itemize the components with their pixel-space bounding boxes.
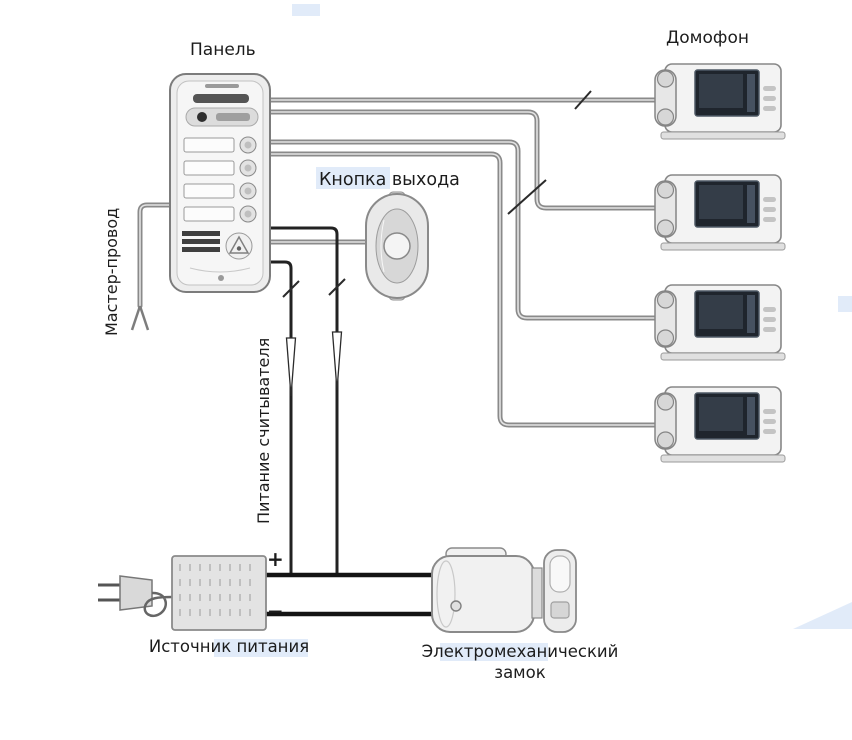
lock-device (431, 547, 577, 633)
panel-logo-icon (225, 232, 253, 260)
exit-button-push (383, 232, 411, 260)
power-supply-device (171, 555, 267, 631)
reader-power-label: Питание считывателя (254, 337, 273, 524)
plug-icon (98, 575, 173, 618)
camera-lens-icon (197, 112, 207, 122)
wire-panel-to-intercom-2 (265, 109, 665, 211)
power-supply-label: Источник питания (148, 637, 310, 656)
panel-call-row (183, 136, 257, 154)
panel-top-slot (205, 84, 239, 88)
panel-device (169, 73, 271, 293)
wire-reader-power-2 (268, 226, 339, 576)
panel-label: Панель (190, 40, 256, 60)
intercom-unit-4 (654, 386, 786, 463)
cable-break-mark (282, 280, 300, 298)
wire-panel-to-intercom-3 (265, 139, 665, 321)
exit-button-device (365, 191, 429, 301)
minus-sign: − (267, 599, 284, 623)
wire-connector-arrow (331, 331, 343, 391)
panel-call-row (183, 205, 257, 223)
lock-label: Электромеханический замок (420, 641, 620, 683)
lock-striker-plate (543, 549, 577, 633)
cable-break-mark (507, 179, 547, 215)
intercom-unit-3 (654, 284, 786, 361)
lock-hole (450, 600, 462, 612)
wire-master (130, 202, 175, 331)
cable-break-mark (328, 278, 346, 296)
cable-break-mark (574, 90, 592, 110)
exit-button-label: Кнопка выхода (319, 170, 460, 190)
panel-speaker-slot (193, 94, 249, 103)
intercom-label: Домофон (666, 28, 749, 48)
intercom-unit-2 (654, 174, 786, 251)
wire-reader-power-1 (268, 260, 293, 576)
intercom-unit-1 (654, 63, 786, 140)
scan-artifacts (214, 4, 852, 661)
wire-panel-to-intercom-4 (265, 151, 665, 428)
master-wire-label: Мастер-провод (102, 207, 121, 336)
lock-label-line2: замок (494, 663, 546, 683)
panel-call-row (183, 182, 257, 200)
wire-connector-arrow (285, 337, 297, 397)
panel-call-row (183, 159, 257, 177)
plus-sign: + (267, 547, 284, 571)
lock-label-line1: Электромеханический (421, 642, 619, 661)
